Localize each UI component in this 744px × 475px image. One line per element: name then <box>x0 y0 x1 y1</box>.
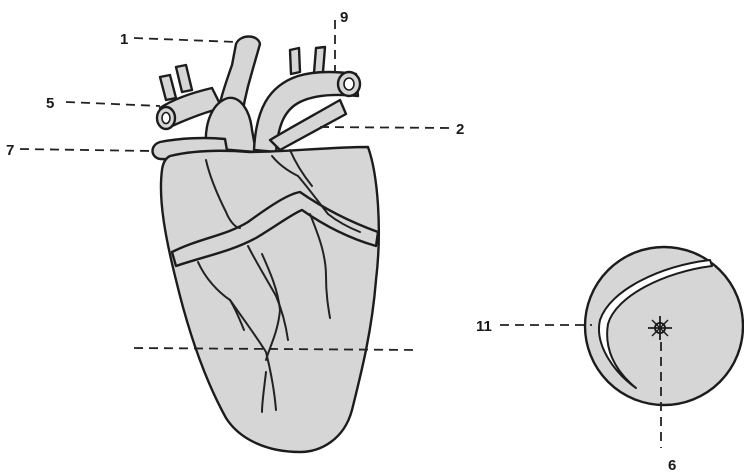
leader-line-2 <box>320 127 450 128</box>
label-11: 11 <box>476 318 492 335</box>
label-2: 2 <box>456 121 464 138</box>
right-branch-vessel-b <box>314 47 325 73</box>
right-vessel-lumen <box>344 78 354 90</box>
right-branch-vessel-a <box>290 48 300 74</box>
leader-line-1 <box>134 38 236 42</box>
leader-line-5 <box>66 102 160 106</box>
leader-line-7 <box>20 149 152 151</box>
label-6: 6 <box>668 457 676 474</box>
label-1: 1 <box>120 31 128 48</box>
label-7: 7 <box>6 142 14 159</box>
heart-illustration <box>153 37 379 453</box>
cross-section <box>585 247 743 405</box>
left-branch-vessel-b <box>176 65 192 92</box>
heart-body <box>161 147 379 452</box>
left-branch-vessel-a <box>160 75 176 100</box>
section-line <box>134 348 418 350</box>
label-5: 5 <box>46 95 54 112</box>
label-9: 9 <box>340 9 348 26</box>
left-vessel-lumen <box>162 113 170 124</box>
